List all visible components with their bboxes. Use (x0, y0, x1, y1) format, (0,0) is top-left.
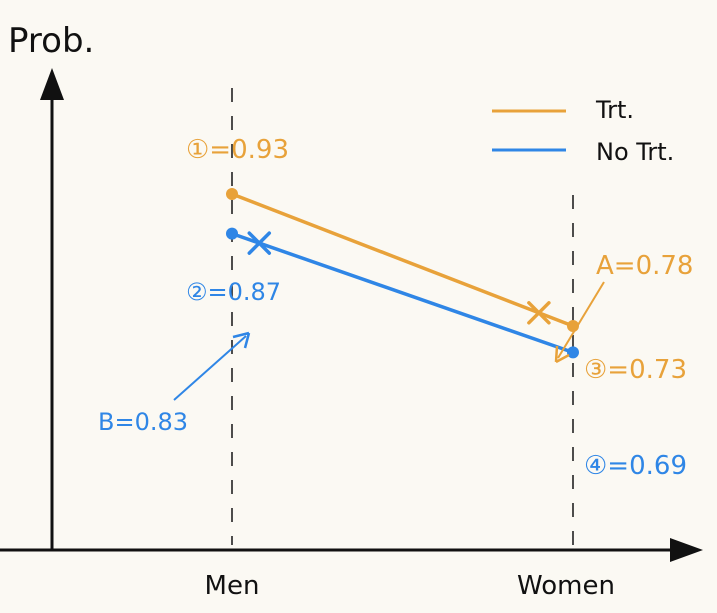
data-point-no-trt-men (226, 227, 238, 240)
annotation-mark-b-icon (247, 231, 272, 255)
point-label-no-trt-women: ④=0.69 (584, 451, 687, 481)
legend-label-trt: Trt. (595, 96, 634, 124)
point-label-trt-women: ③=0.73 (584, 355, 687, 385)
x-tick-label-women: Women (517, 571, 615, 601)
x-tick-label-men: Men (205, 571, 260, 601)
mark-b-stroke (247, 231, 272, 255)
series-line-trt (231, 192, 574, 328)
data-point-trt-men (226, 188, 238, 200)
annotation-arrow-b-icon (173, 335, 247, 401)
data-point-no-trt-women (567, 346, 579, 359)
annotation-label-a: A=0.78 (596, 251, 693, 281)
annotation-label-b: B=0.83 (98, 408, 188, 436)
mark-a-stroke (527, 301, 551, 325)
annotation-arrow-a-icon (557, 281, 605, 359)
annotation-arrow-a-head-icon (554, 345, 570, 364)
y-axis-label: Prob. (8, 21, 94, 61)
annotation-arrow-b-head-icon (232, 331, 251, 349)
series-line-no-trt (231, 231, 574, 355)
point-label-trt-men: ①=0.93 (186, 135, 289, 165)
point-label-no-trt-men: ②=0.87 (186, 278, 281, 306)
x-axis-arrow-icon (670, 538, 703, 562)
legend-label-no-trt: No Trt. (596, 138, 674, 166)
annotation-mark-a-icon (527, 301, 551, 325)
y-axis-arrow-icon (40, 68, 64, 100)
